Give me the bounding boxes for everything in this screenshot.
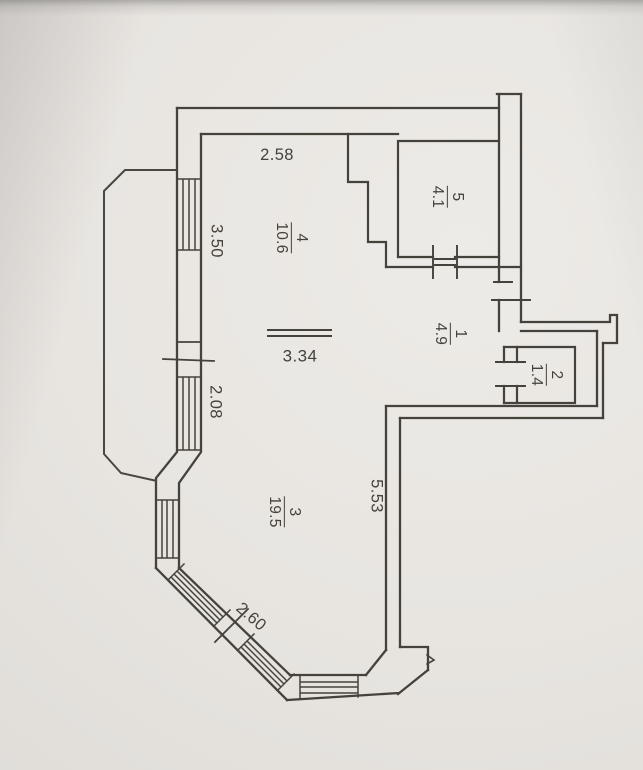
dimension-ticks — [162, 341, 250, 644]
stepped-partition — [346, 132, 388, 269]
room2-number: 2 — [545, 363, 565, 387]
room2-label: 2 1.4 — [527, 363, 565, 387]
dimension-top-width: 2.58 — [260, 145, 294, 164]
interior-walls — [346, 132, 577, 405]
room5-area: 4.1 — [428, 185, 446, 209]
room5-number: 5 — [446, 185, 466, 209]
window-diagonal-upper — [166, 562, 232, 628]
room4-number: 4 — [290, 222, 310, 254]
wall-diagonal-outer — [154, 566, 289, 702]
balcony-path — [103, 169, 177, 482]
wall-protrusion-top-outer — [519, 313, 619, 345]
room5-door-jamb-ticks — [432, 245, 458, 279]
diagonal-dimension-tick — [213, 607, 250, 644]
wall-bottom-inner — [288, 648, 388, 677]
dimension-left-lower: 2.08 — [206, 385, 225, 419]
balcony-outline — [103, 169, 177, 482]
ceiling-height-value: 3.34 — [282, 346, 318, 366]
window-diagonal-lower — [236, 632, 296, 692]
dimension-left-upper: 3.50 — [207, 224, 226, 258]
room2-area: 1.4 — [527, 363, 545, 387]
room3-label: 3 19.5 — [265, 496, 303, 528]
room1-number: 1 — [449, 322, 469, 346]
window-hatches — [155, 178, 359, 700]
window-lower-left — [155, 499, 180, 559]
room1-area: 4.9 — [431, 322, 449, 346]
left-wall-dimension-tick — [162, 358, 215, 362]
room4-area: 10.6 — [272, 222, 290, 254]
window-bottom — [299, 674, 359, 700]
wall-corner-bump — [398, 645, 430, 672]
room2-walls — [502, 345, 577, 405]
exterior-walls — [154, 92, 619, 702]
wall-bottom-outer — [285, 668, 430, 702]
wall-left-inner — [177, 132, 203, 570]
door-openings — [432, 245, 531, 387]
room5-door-leaf — [434, 258, 456, 266]
window-left-lower — [176, 376, 202, 451]
wall-left-outer — [154, 106, 179, 570]
dimension-right-wall: 5.53 — [367, 479, 386, 513]
room3-area: 19.5 — [265, 496, 283, 528]
room5-label: 5 4.1 — [428, 185, 466, 209]
room4-label: 4 10.6 — [272, 222, 310, 254]
window-left-upper — [176, 178, 202, 251]
room1-label: 1 4.9 — [431, 322, 469, 346]
ceiling-height-mark — [267, 329, 332, 337]
corner-break-mark — [425, 653, 436, 666]
room3-number: 3 — [283, 496, 303, 528]
room5-walls — [396, 139, 501, 259]
entrance-door-ticks — [491, 281, 531, 301]
room2-door-ticks — [495, 361, 526, 387]
